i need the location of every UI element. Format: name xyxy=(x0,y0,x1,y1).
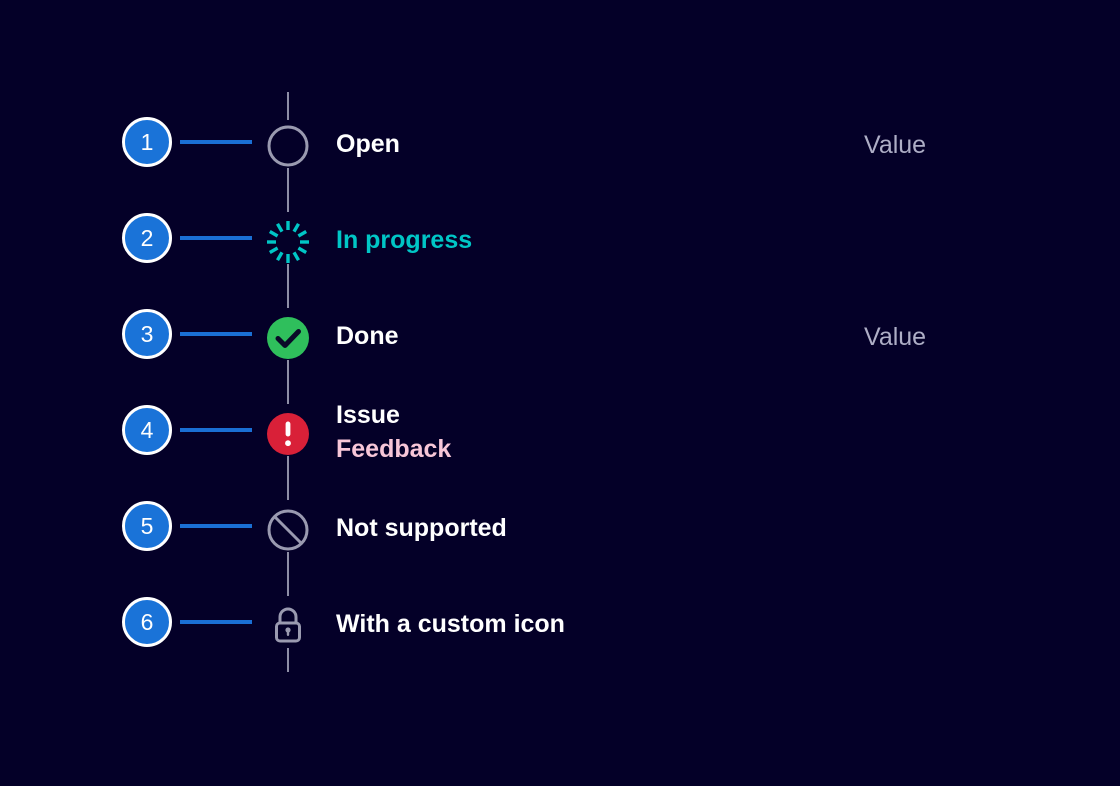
timeline-axis xyxy=(287,92,289,672)
step-number-badge[interactable]: 1 xyxy=(122,117,172,167)
badge-connector-line xyxy=(180,620,252,624)
row-label: Issue xyxy=(336,401,400,430)
axis-segment xyxy=(287,648,289,672)
spinner-in-progress-icon xyxy=(264,218,312,266)
row-label-block: In progress xyxy=(336,193,472,289)
timeline-row[interactable]: 4 Issue Feedback xyxy=(0,385,1120,481)
badge-connector-line xyxy=(180,140,252,144)
badge-connector-line xyxy=(180,524,252,528)
step-number-badge[interactable]: 2 xyxy=(122,213,172,263)
axis-segment xyxy=(287,92,289,120)
axis-segment xyxy=(287,360,289,404)
lock-custom-icon xyxy=(264,602,312,650)
step-number-label: 3 xyxy=(140,320,154,347)
row-label-block: Issue Feedback xyxy=(336,385,451,481)
timeline-row[interactable]: 1 Open Value xyxy=(0,97,1120,193)
axis-segment xyxy=(287,168,289,212)
step-number-label: 6 xyxy=(140,608,154,635)
axis-segment xyxy=(287,264,289,308)
step-number-label: 1 xyxy=(140,128,154,155)
row-label-block: With a custom icon xyxy=(336,577,565,673)
badge-connector-line xyxy=(180,236,252,240)
step-number-badge[interactable]: 4 xyxy=(122,405,172,455)
step-number-label: 2 xyxy=(140,224,154,251)
exclamation-circle-issue-icon xyxy=(264,410,312,458)
axis-segment xyxy=(287,456,289,500)
row-label-block: Not supported xyxy=(336,481,507,577)
row-label: Open xyxy=(336,130,400,159)
step-number-badge[interactable]: 3 xyxy=(122,309,172,359)
step-number-label: 4 xyxy=(140,416,154,443)
row-label: Not supported xyxy=(336,514,507,543)
row-value: Value xyxy=(864,130,927,159)
badge-connector-line xyxy=(180,332,252,336)
timeline-row[interactable]: 3 Done Value xyxy=(0,289,1120,385)
open-circle-icon xyxy=(264,122,312,170)
timeline-row[interactable]: 6 With a custom icon xyxy=(0,577,1120,673)
step-number-badge[interactable]: 6 xyxy=(122,597,172,647)
axis-segment xyxy=(287,552,289,596)
timeline-row[interactable]: 5 Not supported xyxy=(0,481,1120,577)
row-label: In progress xyxy=(336,226,473,255)
row-label-block: Done xyxy=(336,289,399,385)
step-number-label: 5 xyxy=(140,512,154,539)
row-label: With a custom icon xyxy=(336,610,565,639)
row-value: Value xyxy=(864,322,927,351)
row-sublabel: Feedback xyxy=(336,435,452,463)
row-label: Done xyxy=(336,322,399,351)
blocked-not-supported-icon xyxy=(264,506,312,554)
row-label-block: Open xyxy=(336,97,400,193)
badge-connector-line xyxy=(180,428,252,432)
check-circle-done-icon xyxy=(264,314,312,362)
step-number-badge[interactable]: 5 xyxy=(122,501,172,551)
timeline-row[interactable]: 2 In xyxy=(0,193,1120,289)
